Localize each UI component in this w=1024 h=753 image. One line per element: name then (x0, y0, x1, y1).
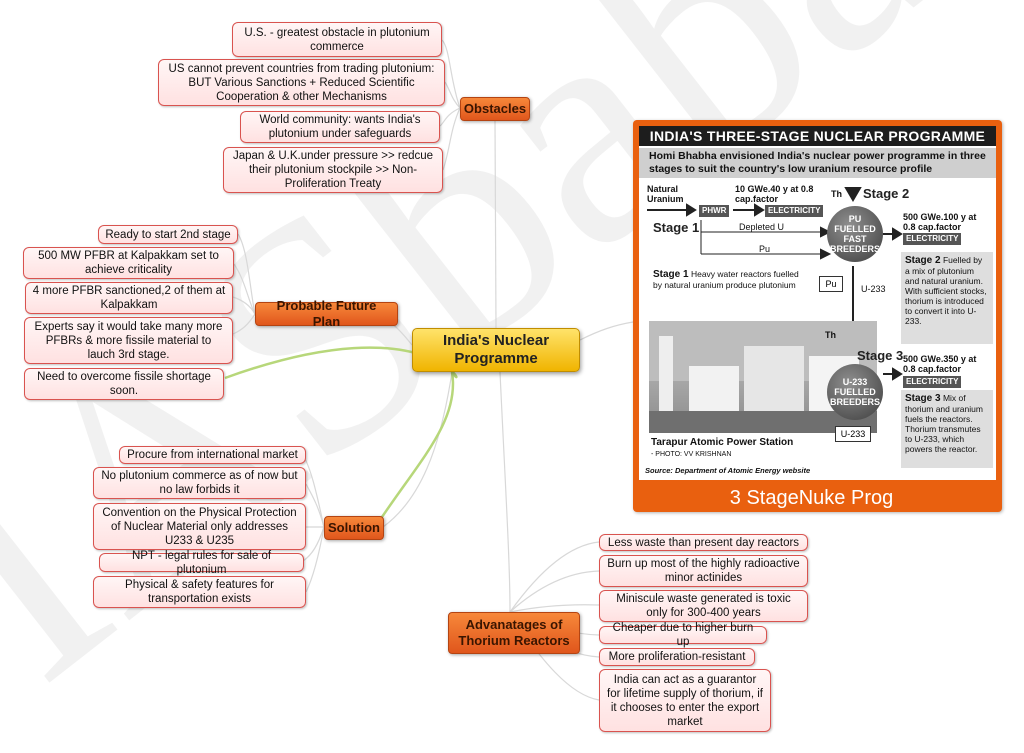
obstacle-leaf-4[interactable]: Japan & U.K.under pressure >> redcue the… (223, 147, 443, 193)
electricity-label-2: ELECTRICITY (903, 233, 962, 245)
future-leaf-4[interactable]: Experts say it would take many more PFBR… (24, 317, 233, 364)
electricity-label-1: ELECTRICITY (765, 205, 824, 217)
advantage-leaf-4[interactable]: Cheaper due to higher burn up (599, 622, 767, 648)
obstacle-leaf-1[interactable]: U.S. - greatest obstacle in plutonium co… (232, 22, 442, 57)
stage2-desc: Stage 2 Fuelled by a mix of plutonium an… (901, 252, 993, 344)
future-plan-branch[interactable]: Probable Future Plan (255, 298, 398, 329)
source-note: Source: Department of Atomic Energy webs… (645, 466, 811, 475)
solution-branch[interactable]: Solution (324, 516, 384, 540)
advantage-leaf-3[interactable]: Miniscule waste generated is toxic only … (599, 590, 808, 622)
stage1-capacity: 10 GWe.40 y at 0.8 cap.factor (735, 184, 814, 204)
future-leaf-5[interactable]: Need to overcome fissile shortage soon. (24, 368, 224, 400)
future-leaf-1[interactable]: Ready to start 2nd stage (98, 225, 238, 244)
solution-leaf-1[interactable]: Procure from international market (119, 446, 306, 464)
infographic-panel[interactable]: INDIA'S THREE-STAGE NUCLEAR PROGRAMME Ho… (633, 120, 1002, 512)
advantage-leaf-6[interactable]: India can act as a guarantor for lifetim… (599, 669, 771, 732)
u233-breeders-circle: U-233 FUELLED BREEDERS (827, 364, 883, 420)
future-leaf-2[interactable]: 500 MW PFBR at Kalpakkam set to achieve … (23, 247, 234, 279)
obstacle-leaf-2[interactable]: US cannot prevent countries from trading… (158, 59, 445, 106)
phwr-label: PHWR (699, 205, 730, 217)
stage3-label: Stage 3 (857, 348, 904, 363)
pu-return-box: Pu (819, 276, 843, 292)
stage3-capacity: 500 GWe.350 y at 0.8 cap.factor (903, 354, 977, 374)
advantage-leaf-2[interactable]: Burn up most of the highly radioactive m… (599, 555, 808, 587)
stage1-desc: Stage 1 Heavy water reactors fuelled by … (649, 266, 809, 308)
future-leaf-3[interactable]: 4 more PFBR sanctioned,2 of them at Kalp… (25, 282, 233, 314)
natural-uranium-label: Natural Uranium (647, 184, 684, 204)
obstacles-branch[interactable]: Obstacles (460, 97, 530, 121)
pu-breeders-circle: PU FUELLED FAST BREEDERS (827, 206, 883, 262)
stage3-desc: Stage 3 Mix of thorium and uranium fuels… (901, 390, 993, 468)
advantage-leaf-5[interactable]: More proliferation-resistant (599, 648, 755, 666)
infographic-subtitle: Homi Bhabha envisioned India's nuclear p… (639, 148, 996, 178)
solution-leaf-2[interactable]: No plutonium commerce as of now but no l… (93, 467, 306, 499)
solution-leaf-4[interactable]: NPT - legal rules for sale of plutonium (99, 550, 304, 576)
advantage-leaf-1[interactable]: Less waste than present day reactors (599, 534, 808, 551)
pu-label: Pu (759, 244, 771, 254)
plant-caption: Tarapur Atomic Power Station (651, 437, 794, 448)
advantages-branch[interactable]: Advanatages of Thorium Reactors (448, 612, 580, 654)
photo-credit: - PHOTO: VV KRISHNAN (651, 451, 732, 458)
stage2-label: Stage 2 (863, 186, 910, 201)
obstacle-leaf-3[interactable]: World community: wants India's plutonium… (240, 111, 440, 143)
u233-return-box: U-233 (835, 426, 871, 442)
infographic-image: INDIA'S THREE-STAGE NUCLEAR PROGRAMME Ho… (639, 126, 996, 480)
electricity-label-3: ELECTRICITY (903, 376, 962, 388)
th-label-2: Th (825, 330, 836, 340)
central-topic[interactable]: India's Nuclear Programme (412, 328, 580, 372)
solution-leaf-3[interactable]: Convention on the Physical Protection of… (93, 503, 306, 550)
infographic-caption: 3 StageNuke Prog (729, 487, 894, 509)
stage2-capacity: 500 GWe.100 y at 0.8 cap.factor (903, 212, 977, 232)
th-label-1: Th (831, 189, 842, 199)
stage1-label: Stage 1 (653, 220, 700, 235)
infographic-title: INDIA'S THREE-STAGE NUCLEAR PROGRAMME (639, 126, 996, 146)
depleted-u-label: Depleted U (739, 222, 785, 232)
solution-leaf-5[interactable]: Physical & safety features for transport… (93, 576, 306, 608)
u233-label-1: U-233 (861, 284, 886, 294)
